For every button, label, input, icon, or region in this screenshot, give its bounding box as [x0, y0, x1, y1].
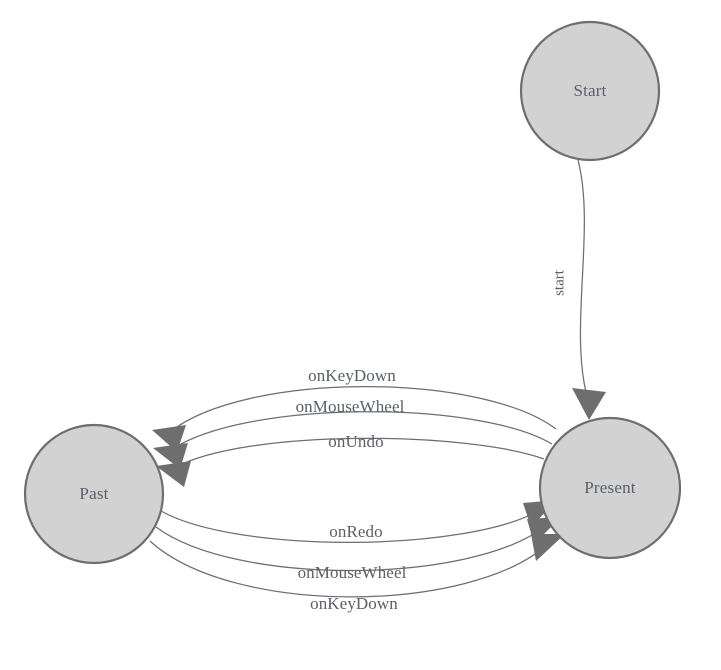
edge-present-to-past-onundo[interactable]: onUndo [156, 432, 545, 487]
edge-present-to-past-onmousewheel[interactable]: onMouseWheel [153, 397, 553, 469]
edge-label-present-to-past-onundo: onUndo [328, 432, 383, 451]
edge-label-present-to-past-onmousewheel: onMouseWheel [296, 397, 405, 416]
edge-past-to-present-onredo-path [160, 509, 541, 543]
node-past[interactable]: Past [23, 423, 165, 565]
edge-start-to-present[interactable]: start [551, 159, 606, 420]
edge-past-to-present-onredo[interactable]: onRedo [160, 500, 557, 543]
edge-past-to-present-onmousewheel-path [155, 526, 545, 572]
edge-start-to-present-arrowhead [572, 388, 606, 420]
edge-label-present-to-past-onkeydown: onKeyDown [308, 366, 396, 385]
node-present-label: Present [584, 478, 636, 497]
edge-present-to-past-onkeydown-path [169, 386, 557, 433]
edge-start-to-present-path [577, 159, 589, 401]
edge-present-to-past-onmousewheel-path [170, 411, 553, 451]
node-past-circle [23, 423, 165, 565]
node-past-label: Past [79, 484, 108, 503]
node-start-circle [519, 20, 661, 162]
edge-present-to-past-onundo-arrowhead [156, 461, 191, 487]
node-start[interactable]: Start [519, 20, 661, 162]
edge-past-to-present-onkeydown[interactable]: onKeyDown [149, 534, 565, 613]
edge-present-to-past-onundo-path [173, 437, 545, 469]
edge-present-to-past-onmousewheel-arrowhead [153, 443, 188, 469]
node-start-label: Start [573, 81, 606, 100]
edge-past-to-present-onkeydown-arrowhead [531, 534, 565, 561]
edge-label-past-to-present-onredo: onRedo [329, 522, 382, 541]
edge-label-start: start [551, 269, 567, 296]
node-present-circle [538, 416, 682, 560]
edge-label-past-to-present-onmousewheel: onMouseWheel [298, 563, 407, 582]
node-present[interactable]: Present [538, 416, 682, 560]
edge-label-past-to-present-onkeydown: onKeyDown [310, 594, 398, 613]
edge-past-to-present-onkeydown-path [149, 540, 549, 598]
